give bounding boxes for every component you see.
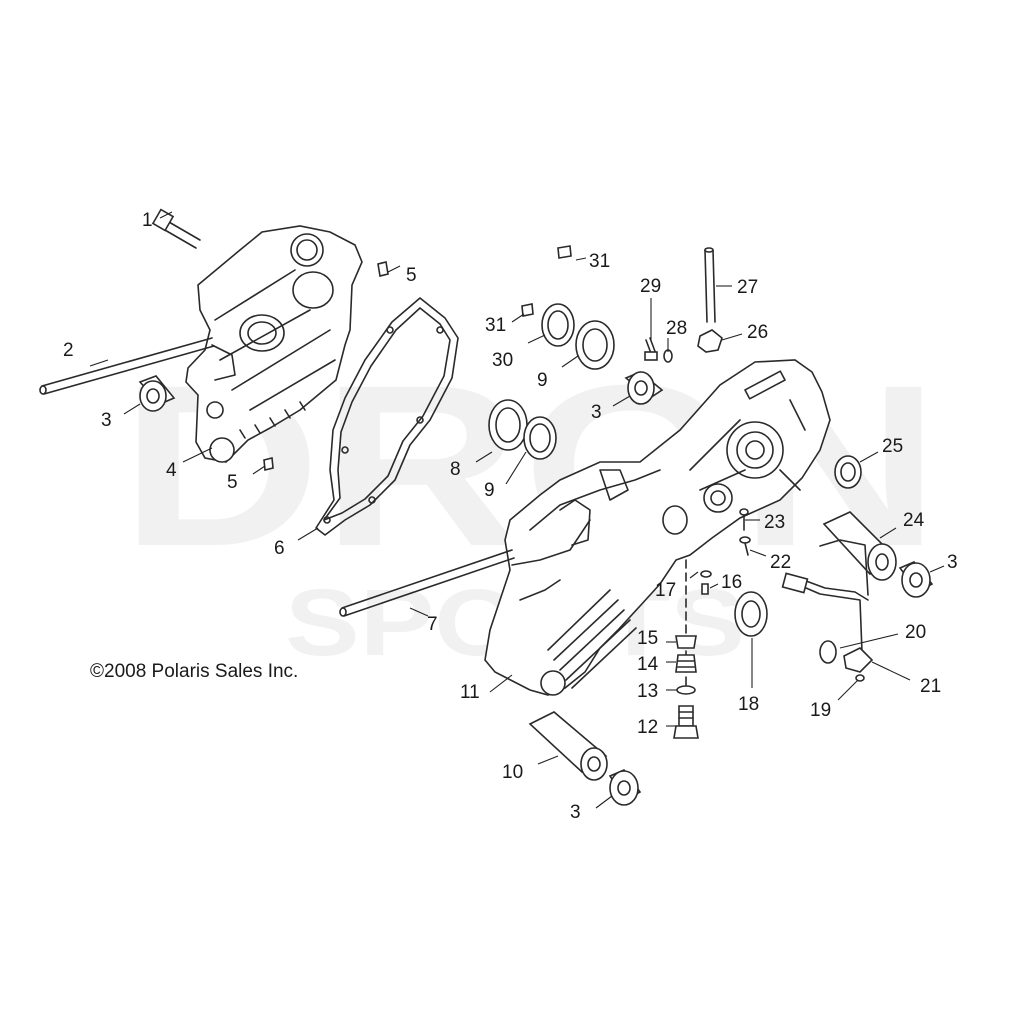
rod-7 xyxy=(339,549,515,617)
dowel-5a xyxy=(377,261,389,277)
leader-lines xyxy=(89,211,945,809)
callout-7: 7 xyxy=(427,614,438,635)
screw-23 xyxy=(739,508,749,531)
pin-27 xyxy=(704,247,716,323)
callout-4: 4 xyxy=(166,460,177,481)
gasket-6 xyxy=(315,297,459,536)
callout-27: 27 xyxy=(737,277,758,298)
spacer-10 xyxy=(528,711,608,781)
callout-14: 14 xyxy=(637,654,659,675)
callout-30: 30 xyxy=(492,350,513,371)
sensor-wire-21 xyxy=(781,539,874,673)
callout-9: 9 xyxy=(484,480,495,501)
bearing-8 xyxy=(488,399,528,451)
callout-10: 10 xyxy=(502,762,523,783)
copyright-notice: ©2008 Polaris Sales Inc. xyxy=(90,661,298,682)
callout-28: 28 xyxy=(666,318,687,339)
bearing-9b xyxy=(523,416,557,460)
seal-25 xyxy=(834,455,862,489)
callout-5: 5 xyxy=(227,472,238,493)
pin-31b xyxy=(521,303,534,317)
callout-3: 3 xyxy=(591,402,602,423)
callout-16: 16 xyxy=(721,572,742,593)
callout-29: 29 xyxy=(640,276,661,297)
bearing-30 xyxy=(541,303,575,347)
callout-9: 9 xyxy=(537,370,548,391)
callout-3: 3 xyxy=(570,802,581,823)
bearing-9a xyxy=(575,320,615,370)
callout-2: 2 xyxy=(63,340,74,361)
bushing-3a xyxy=(138,375,176,412)
callout-3: 3 xyxy=(947,552,958,573)
callout-20: 20 xyxy=(905,622,926,643)
pin-31a xyxy=(557,245,572,259)
screw-22 xyxy=(739,536,751,556)
o-ring-20 xyxy=(819,640,837,664)
callout-17: 17 xyxy=(655,580,676,601)
callout-21: 21 xyxy=(920,676,941,697)
callout-24: 24 xyxy=(903,510,925,531)
callout-1: 1 xyxy=(142,210,153,231)
callout-11: 11 xyxy=(460,682,480,703)
callout-22: 22 xyxy=(770,552,791,573)
nut-26 xyxy=(697,329,723,353)
callout-23: 23 xyxy=(764,512,785,533)
callout-26: 26 xyxy=(747,322,768,343)
callout-12: 12 xyxy=(637,717,658,738)
callout-8: 8 xyxy=(450,459,461,480)
bolt-29 xyxy=(644,337,658,361)
screw-19 xyxy=(855,674,865,682)
drain-plug-stack xyxy=(673,559,712,739)
callout-5: 5 xyxy=(406,265,417,286)
callout-25: 25 xyxy=(882,436,903,457)
callout-18: 18 xyxy=(738,694,759,715)
callout-31: 31 xyxy=(485,315,506,336)
rod-2 xyxy=(39,337,215,395)
callout-13: 13 xyxy=(637,681,658,702)
callout-15: 15 xyxy=(637,628,658,649)
bolt-1 xyxy=(151,208,201,249)
callout-31: 31 xyxy=(589,251,610,272)
callout-6: 6 xyxy=(274,538,285,559)
bushing-3b xyxy=(624,371,664,405)
callout-19: 19 xyxy=(810,700,831,721)
bushing-3d xyxy=(608,769,642,806)
left-crankcase-cover xyxy=(185,225,363,463)
dowel-5b xyxy=(263,456,274,472)
callout-3: 3 xyxy=(101,410,112,431)
seal-18 xyxy=(734,591,768,637)
main-crankcase-11 xyxy=(484,359,831,696)
bushing-3c xyxy=(898,561,934,598)
callouts: 1 2 3 4 5 5 6 31 31 30 9 29 28 27 26 3 8… xyxy=(63,210,958,823)
